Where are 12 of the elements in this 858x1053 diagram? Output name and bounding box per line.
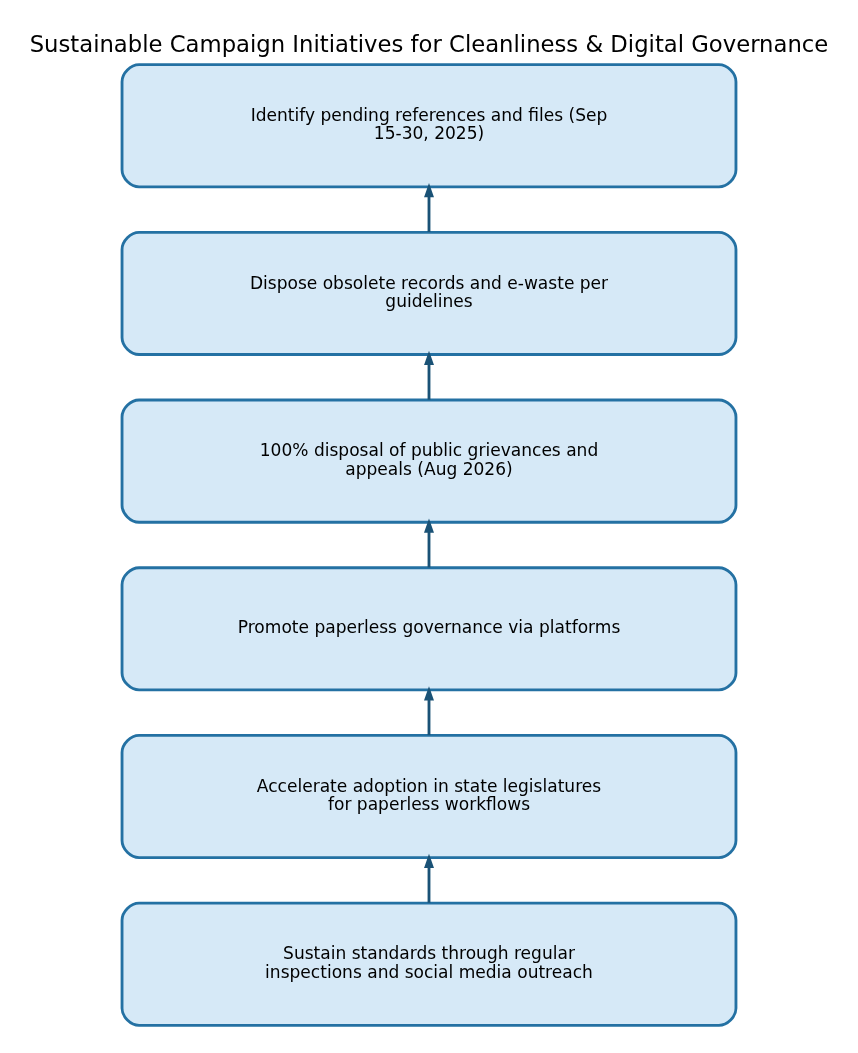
node-box: Dispose obsolete records and e-waste per guidelines <box>120 230 738 356</box>
arrow <box>424 183 434 233</box>
node-box: Accelerate adoption in state legislatures for paperless workflows <box>120 734 738 860</box>
arrow <box>424 350 434 400</box>
node-box: Sustain standards through regular inspections and social media outreach <box>120 901 738 1027</box>
diagram-title: Sustainable Campaign Initiatives for Cleanliness & Digital Governance <box>29 30 829 57</box>
node-box: 100% disposal of public grievances and appeals (Aug 2026) <box>120 398 738 524</box>
arrow <box>424 686 434 736</box>
node-box: Promote paperless governance via platforms <box>120 566 738 692</box>
arrow <box>424 853 434 903</box>
arrow <box>424 518 434 568</box>
node-box: Identify pending references and files (Sep 15-30, 2025) <box>120 63 738 189</box>
